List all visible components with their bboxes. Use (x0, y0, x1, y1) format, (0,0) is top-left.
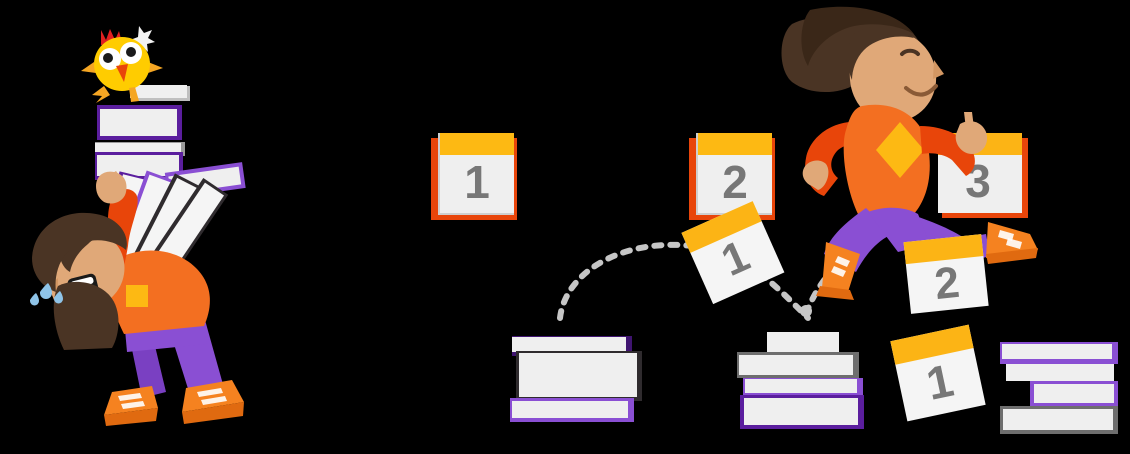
hand-back (802, 160, 829, 190)
shirt-pocket (126, 285, 148, 307)
card-number-label: 2 (722, 156, 748, 208)
stack-left (510, 336, 642, 422)
hand-front (955, 121, 988, 154)
struggling-student (30, 171, 244, 426)
sparkle-icon (130, 26, 155, 52)
card-header (903, 234, 984, 265)
shoe-front (182, 380, 244, 412)
eye (900, 48, 920, 56)
card-number-label: 1 (464, 156, 490, 208)
chick-beak (116, 64, 128, 82)
mouth (904, 84, 938, 97)
shirt (107, 250, 210, 334)
card-header (681, 201, 762, 253)
card-body (698, 155, 772, 213)
stack-middle (737, 332, 864, 429)
startled-chick (81, 26, 163, 103)
card-header (698, 133, 772, 155)
card-body (440, 155, 514, 213)
stack-right (1000, 342, 1118, 434)
card-2-carried[interactable]: 2 (903, 234, 989, 314)
card-header (890, 324, 974, 365)
sweat-drops (30, 283, 63, 306)
shoe-back (822, 242, 860, 292)
card-body (938, 155, 1022, 213)
card-number-label: 2 (932, 258, 961, 309)
shirt-pocket (876, 122, 924, 178)
hair (32, 212, 127, 292)
running-student (781, 6, 1038, 300)
card-header (440, 133, 514, 155)
shoe-back (104, 386, 158, 415)
